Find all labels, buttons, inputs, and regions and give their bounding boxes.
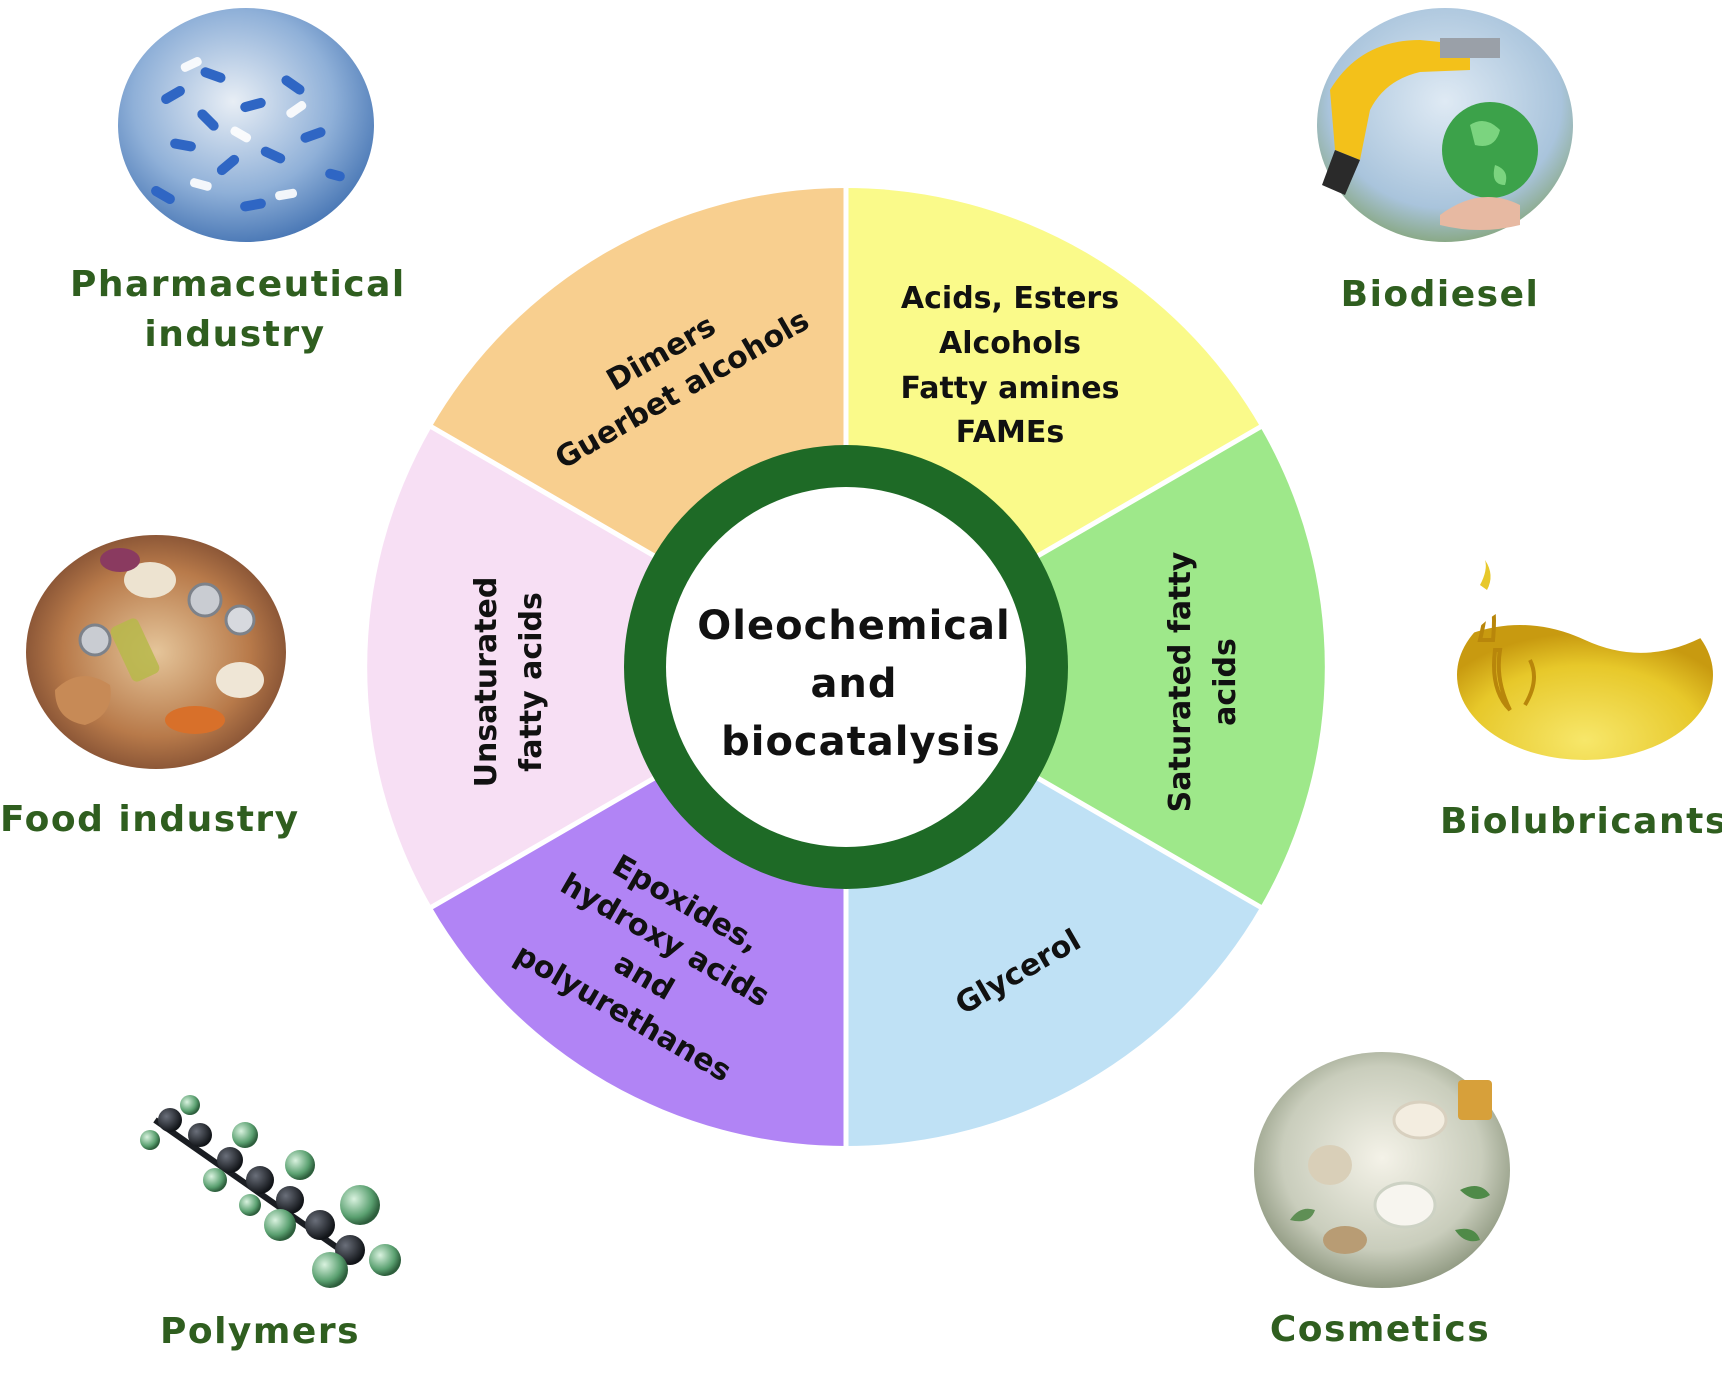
cosmetics-image	[1254, 1052, 1510, 1288]
label-pharmaceutical: Pharmaceutical industry	[70, 260, 406, 360]
label-cosmetics: Cosmetics	[1250, 1305, 1510, 1355]
label-acids-line-1: Acids, Esters	[901, 281, 1119, 316]
label-pharmaceutical-line-1: Pharmaceutical	[70, 264, 406, 305]
label-acids: Acids, Esters Alcohols Fatty amines FAME…	[900, 281, 1119, 450]
label-biolubricants-line-1: Biolubricants	[1440, 801, 1722, 842]
center-line-2: and	[810, 661, 897, 707]
label-biodiesel-line-1: Biodiesel	[1340, 274, 1540, 315]
label-acids-line-2: Alcohols	[939, 326, 1081, 361]
center-disc	[666, 487, 1026, 847]
food-image	[26, 535, 286, 769]
pharmaceutical-image	[118, 8, 374, 242]
biodiesel-image	[1317, 8, 1573, 242]
label-biolubricants: Biolubricants	[1440, 797, 1722, 847]
label-polymers: Polymers	[140, 1307, 380, 1357]
label-acids-line-3: Fatty amines	[900, 371, 1119, 406]
label-saturated-line-2: acids	[1208, 638, 1243, 726]
label-biodiesel: Biodiesel	[1300, 270, 1580, 320]
segment-unsaturated	[367, 427, 846, 907]
center-line-3: biocatalysis	[721, 719, 1001, 765]
label-cosmetics-line-1: Cosmetics	[1269, 1309, 1491, 1350]
biolubricants-image	[1457, 560, 1713, 760]
label-saturated: Saturated fatty acids	[1163, 551, 1243, 812]
center-line-1: Oleochemical	[697, 603, 1010, 649]
label-unsaturated: Unsaturated fatty acids	[469, 577, 549, 788]
polymers-image	[140, 1095, 401, 1288]
center-title: Oleochemical and biocatalysis	[697, 603, 1010, 765]
segment-saturated	[846, 427, 1325, 907]
label-unsaturated-line-1: Unsaturated	[469, 577, 504, 788]
label-unsaturated-line-2: fatty acids	[514, 592, 549, 772]
label-food: Food industry	[0, 795, 300, 845]
label-food-line-1: Food industry	[0, 799, 300, 840]
wheel	[367, 186, 1325, 1148]
label-acids-line-4: FAMEs	[956, 415, 1064, 450]
label-polymers-line-1: Polymers	[159, 1311, 361, 1352]
label-pharmaceutical-line-2: industry	[144, 314, 326, 355]
label-saturated-line-1: Saturated fatty	[1163, 551, 1198, 812]
